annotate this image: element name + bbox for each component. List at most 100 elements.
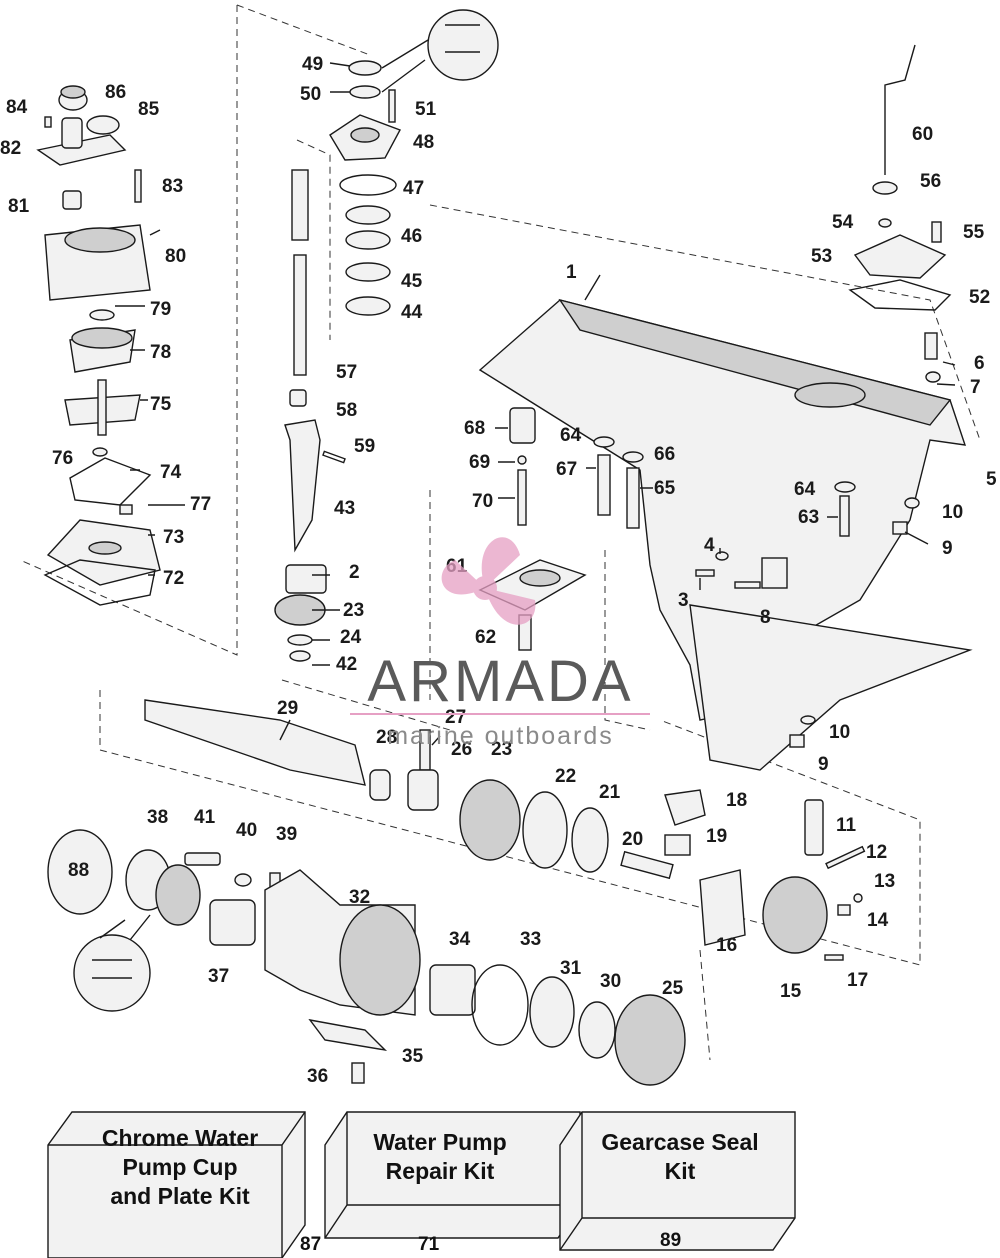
water-pump-assembly — [36, 85, 161, 606]
watermark-divider — [350, 713, 650, 715]
callout-44: 44 — [401, 302, 423, 323]
callout-62: 62 — [475, 627, 496, 648]
shift-rod-assembly — [848, 44, 952, 383]
kit-89-label: Gearcase Seal Kit — [601, 1129, 759, 1184]
callout-80: 80 — [165, 246, 186, 267]
callout-58: 58 — [336, 400, 357, 421]
callout-81: 81 — [8, 196, 30, 217]
callout-35: 35 — [402, 1046, 424, 1067]
callout-32: 32 — [349, 887, 370, 908]
callout-54: 54 — [832, 212, 854, 233]
leader-lines — [115, 62, 956, 746]
tube-and-fasteners — [509, 407, 920, 748]
callout-28: 28 — [376, 727, 397, 748]
callout-14: 14 — [867, 910, 889, 931]
callout-21: 21 — [599, 782, 621, 803]
callout-84: 84 — [6, 97, 28, 118]
callout-16: 16 — [716, 935, 737, 956]
callout-48: 48 — [413, 132, 434, 153]
callout-49: 49 — [302, 54, 323, 75]
callout-9-lower: 9 — [818, 754, 829, 775]
seal-detail-callouts — [73, 9, 499, 1012]
callout-22: 22 — [555, 766, 576, 787]
kit-89-number: 89 — [660, 1230, 682, 1251]
callout-51: 51 — [415, 99, 437, 120]
callout-59: 59 — [354, 436, 375, 457]
callout-70: 70 — [472, 491, 493, 512]
callout-75: 75 — [150, 394, 172, 415]
callout-10-lower: 10 — [829, 722, 850, 743]
callout-64-upper: 64 — [560, 425, 582, 446]
callout-55: 55 — [963, 222, 985, 243]
callout-78: 78 — [150, 342, 171, 363]
bearing-carrier-assembly — [47, 829, 686, 1086]
callout-31: 31 — [560, 958, 582, 979]
callout-47: 47 — [403, 178, 424, 199]
callout-45: 45 — [401, 271, 423, 292]
callout-66: 66 — [654, 444, 675, 465]
callout-6: 6 — [974, 353, 985, 374]
assembly-guide-lines — [19, 4, 981, 1061]
callout-50: 50 — [300, 84, 321, 105]
callout-8: 8 — [760, 607, 771, 628]
callout-13: 13 — [874, 871, 895, 892]
callout-79: 79 — [150, 299, 171, 320]
callout-17: 17 — [847, 970, 868, 991]
watermark-tagline: marine outboards — [387, 722, 614, 750]
driveshaft-assembly — [274, 60, 401, 662]
callout-33: 33 — [520, 929, 541, 950]
gearcase-housing — [478, 298, 973, 771]
callout-3: 3 — [678, 590, 689, 611]
callout-25: 25 — [662, 978, 684, 999]
callout-64-lower: 64 — [794, 479, 816, 500]
callout-83: 83 — [162, 176, 183, 197]
callout-20: 20 — [622, 829, 643, 850]
callout-46: 46 — [401, 226, 422, 247]
watermark-brand: ARMADA — [367, 649, 634, 714]
callout-10-upper: 10 — [942, 502, 963, 523]
callout-labels: 86 84 85 82 83 81 80 79 78 75 76 74 77 7… — [0, 54, 997, 1087]
callout-38: 38 — [147, 807, 168, 828]
callout-63: 63 — [798, 507, 819, 528]
callout-24: 24 — [340, 627, 362, 648]
callout-1: 1 — [566, 262, 577, 283]
callout-12: 12 — [866, 842, 887, 863]
callout-39: 39 — [276, 824, 297, 845]
callout-82: 82 — [0, 138, 21, 159]
callout-77: 77 — [190, 494, 211, 515]
callout-57: 57 — [336, 362, 357, 383]
watermark-propeller-logo — [441, 537, 536, 625]
callout-41: 41 — [194, 807, 216, 828]
kit-87-number: 87 — [300, 1234, 322, 1255]
callout-65: 65 — [654, 478, 676, 499]
propshaft-and-gears — [144, 699, 866, 961]
callout-40: 40 — [236, 820, 257, 841]
callout-69: 69 — [469, 452, 490, 473]
callout-52: 52 — [969, 287, 990, 308]
callout-72: 72 — [163, 568, 184, 589]
callout-29: 29 — [277, 698, 298, 719]
callout-2: 2 — [349, 562, 360, 583]
kit-boxes — [47, 1111, 796, 1258]
callout-68: 68 — [464, 418, 485, 439]
callout-74: 74 — [160, 462, 182, 483]
callout-23-upper: 23 — [343, 600, 364, 621]
callout-73: 73 — [163, 527, 184, 548]
callout-4: 4 — [704, 535, 715, 556]
callout-27: 27 — [445, 707, 466, 728]
callout-43: 43 — [334, 498, 355, 519]
callout-30: 30 — [600, 971, 621, 992]
kit-71-label: Water Pump Repair Kit — [373, 1129, 507, 1184]
callout-88: 88 — [68, 860, 89, 881]
callout-18: 18 — [726, 790, 747, 811]
callout-56: 56 — [920, 171, 941, 192]
callout-26: 26 — [451, 739, 472, 760]
callout-34: 34 — [449, 929, 471, 950]
callout-42: 42 — [336, 654, 357, 675]
callout-37: 37 — [208, 966, 229, 987]
callout-53: 53 — [811, 246, 832, 267]
callout-9-upper: 9 — [942, 538, 953, 559]
callout-15: 15 — [780, 981, 802, 1002]
callout-11: 11 — [836, 815, 857, 836]
